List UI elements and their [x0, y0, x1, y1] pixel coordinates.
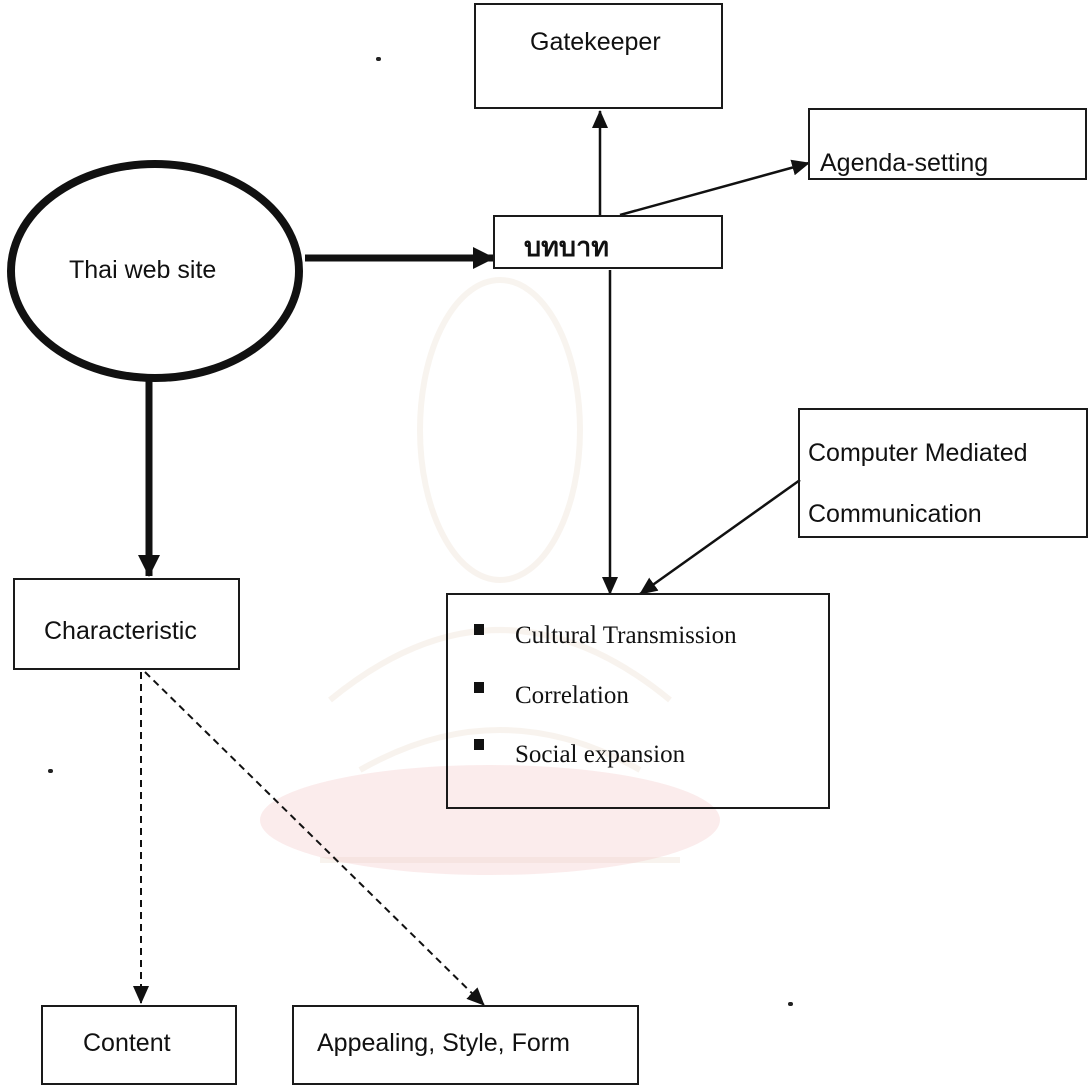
- gatekeeper-box: [474, 3, 723, 109]
- role-box: [493, 215, 723, 269]
- function-item: Correlation: [515, 682, 629, 709]
- content-label: Content: [83, 1029, 171, 1057]
- agenda-setting-label: Agenda-setting: [820, 149, 989, 177]
- scan-dot: [376, 57, 381, 61]
- scan-dot: [788, 1002, 793, 1006]
- characteristic-box: [13, 578, 240, 670]
- bullet-icon: [474, 682, 484, 693]
- bullet-icon: [474, 624, 484, 635]
- cmc-label-line2: Communication: [808, 500, 982, 528]
- function-item: Social expansion: [515, 741, 686, 768]
- cmc-label-line1: Computer Mediated: [808, 439, 1028, 467]
- thai-web-site-ellipse: [7, 160, 303, 382]
- appealing-label: Appealing, Style, Form: [317, 1029, 570, 1057]
- agenda-setting-box: [808, 108, 1087, 180]
- arrow-role-to-agenda: [619, 159, 810, 217]
- watermark-base: [260, 765, 720, 875]
- cmc-box: [798, 408, 1088, 538]
- arrow-cmc-to-functions: [639, 478, 801, 596]
- role-label: บทบาท: [524, 232, 610, 263]
- function-item: Cultural Transmission: [515, 622, 737, 649]
- functions-box: [446, 593, 830, 809]
- scan-dot: [48, 769, 53, 773]
- watermark-emblem: [320, 277, 680, 863]
- bullet-icon: [474, 739, 484, 750]
- characteristic-label: Characteristic: [44, 617, 197, 645]
- gatekeeper-label: Gatekeeper: [530, 28, 661, 56]
- thai-web-site-label: Thai web site: [69, 256, 217, 284]
